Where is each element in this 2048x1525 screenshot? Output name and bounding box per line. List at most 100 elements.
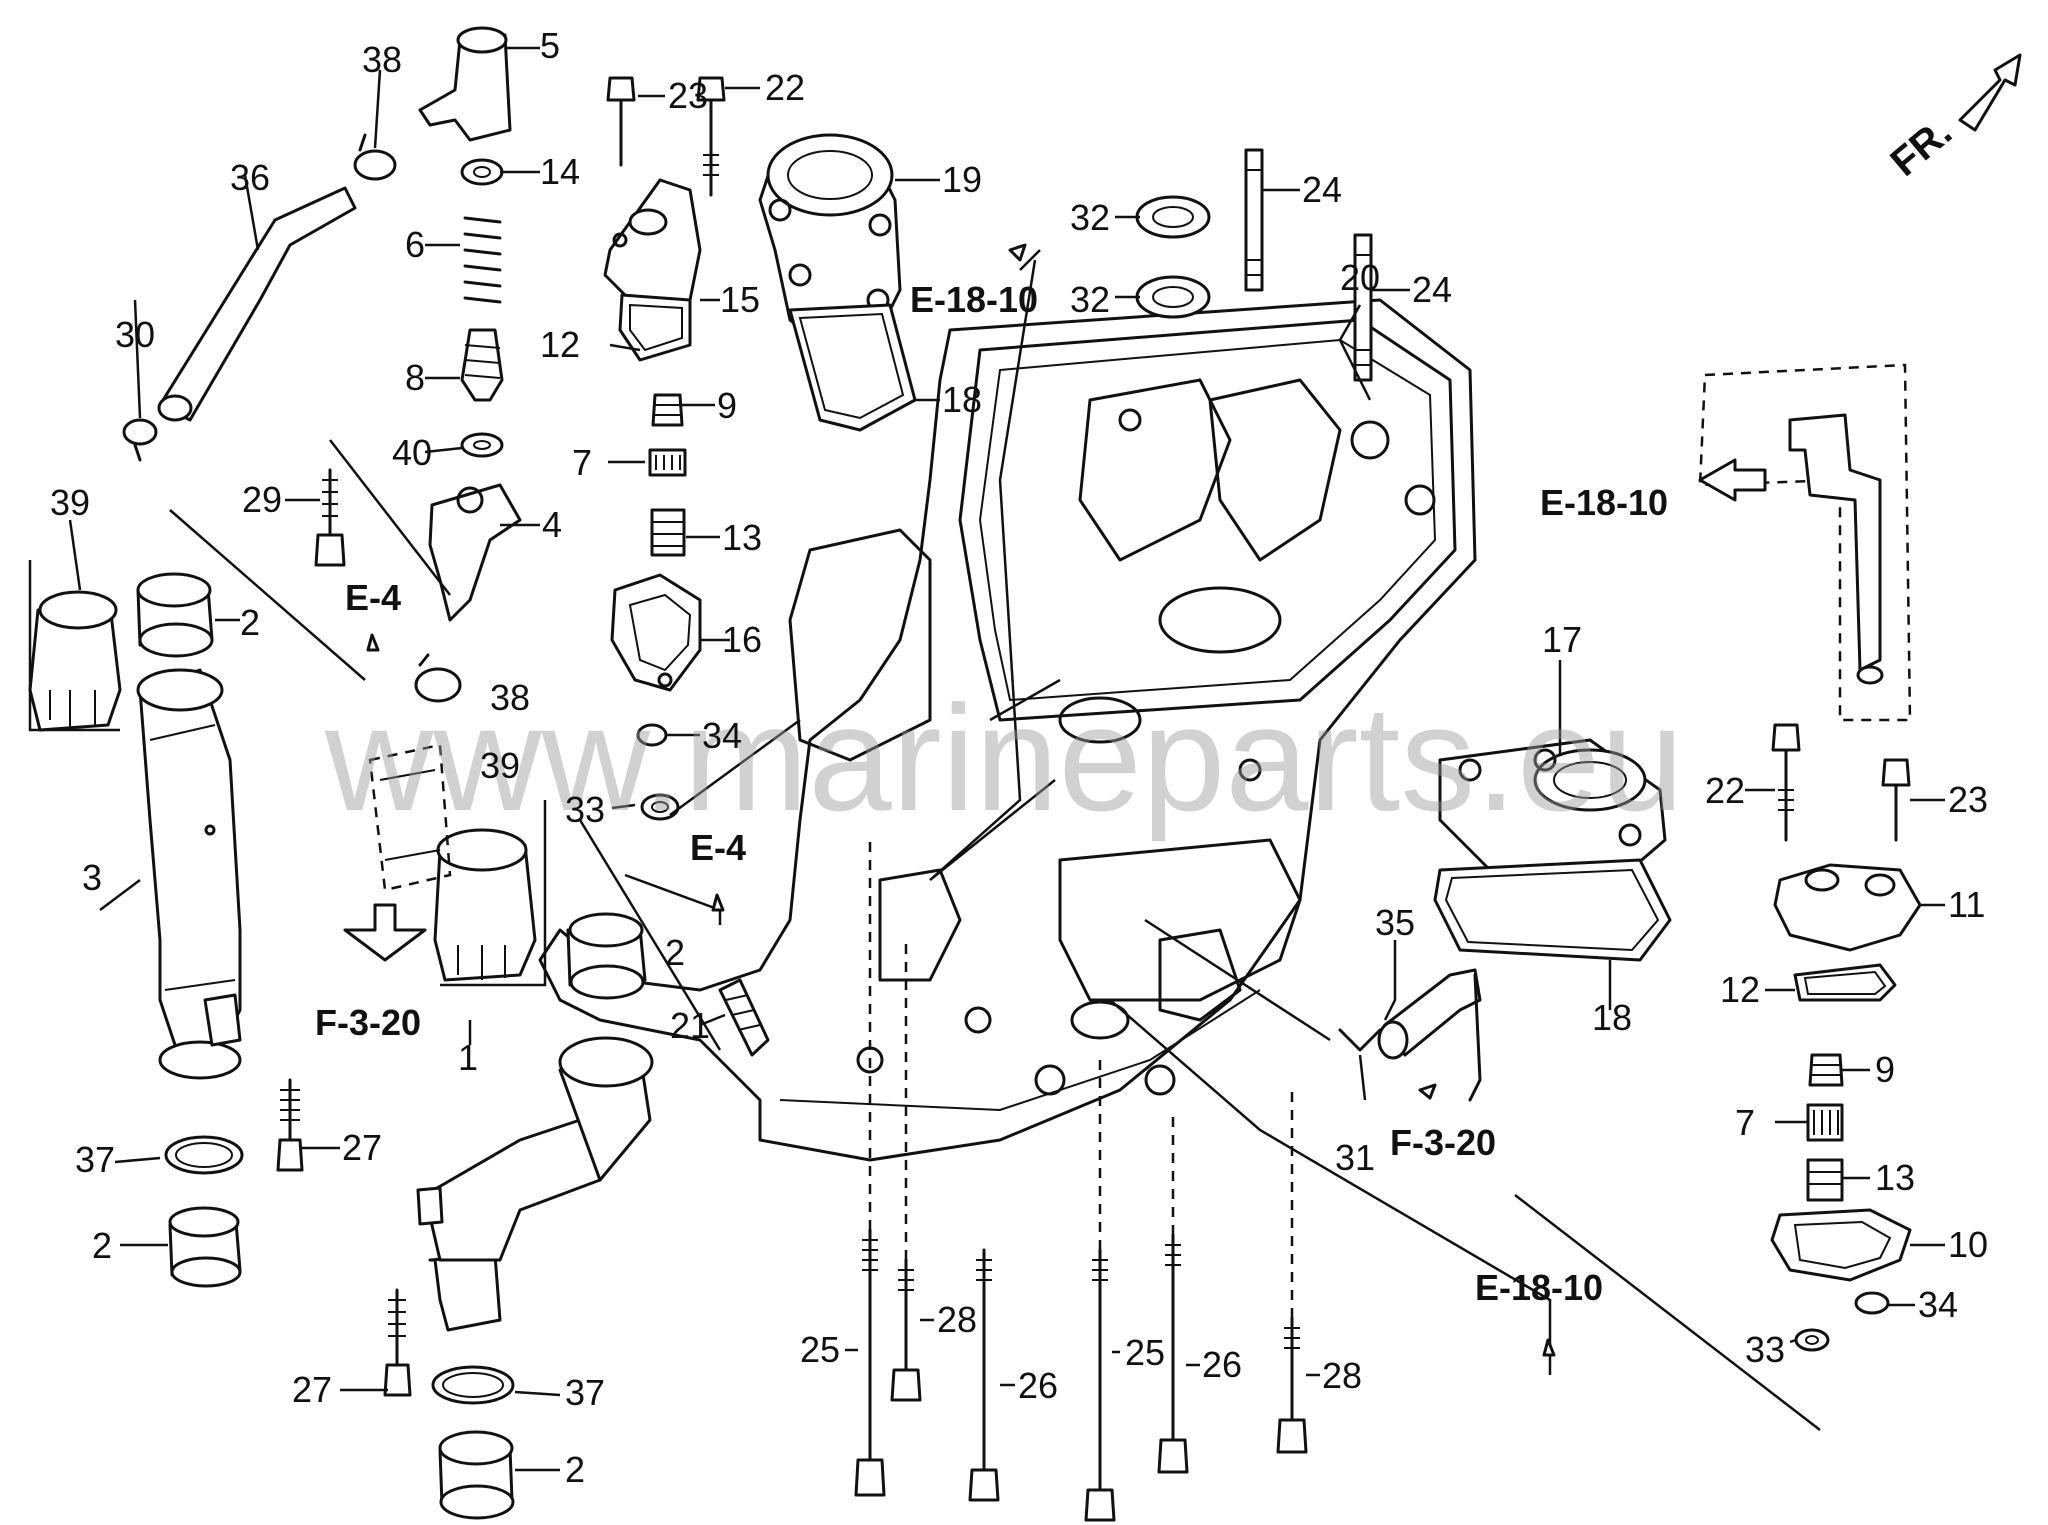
callout-28-left: 28	[937, 1299, 977, 1340]
bolt-29	[314, 468, 346, 567]
callout-13-right: 13	[1875, 1157, 1915, 1198]
oil-seal-32-bottom	[1135, 275, 1211, 319]
gasket-18-top	[788, 303, 917, 432]
spring-6	[463, 216, 502, 304]
callout-12-top: 12	[540, 324, 580, 365]
callout-25-right: 25	[1125, 1332, 1165, 1373]
reference-arrows	[366, 243, 1556, 1357]
callout-8: 8	[405, 357, 425, 398]
gasket-21	[718, 978, 770, 1057]
bolt-26-right	[1157, 1233, 1189, 1474]
bolt-23-right	[1881, 758, 1911, 842]
callout-18-right: 18	[1592, 997, 1632, 1038]
callout-7-top: 7	[572, 442, 592, 483]
callout-30: 30	[115, 314, 155, 355]
washer-33-right	[1794, 1328, 1830, 1352]
tube-36	[157, 186, 357, 422]
ref-e18-right: E-18-10	[1540, 482, 1668, 523]
callout-6: 6	[405, 224, 425, 265]
valve-7-right	[1806, 1103, 1844, 1142]
callout-39-top: 39	[50, 482, 90, 523]
callout-23-top: 23	[668, 75, 708, 116]
ref-f320-left: F-3-20	[315, 1002, 421, 1043]
valve-7-top	[648, 448, 687, 477]
hose-35	[1377, 968, 1482, 1102]
callout-15: 15	[720, 279, 760, 320]
callout-13-top: 13	[722, 517, 762, 558]
screen-9-right	[1808, 1053, 1844, 1087]
cover-16	[610, 573, 702, 692]
callout-5: 5	[540, 25, 560, 66]
callout-34-right: 34	[1918, 1284, 1958, 1325]
callout-7-right: 7	[1735, 1102, 1755, 1143]
stud-24-right	[1353, 233, 1373, 382]
callout-33-right: 33	[1745, 1329, 1785, 1370]
water-jacket-cover-19	[758, 133, 902, 347]
arrow-e1810-right	[1698, 458, 1767, 502]
callout-38-mid: 38	[490, 677, 530, 718]
callout-2-mid: 2	[665, 932, 685, 973]
stud-24-top	[1244, 148, 1264, 292]
callout-24-right: 24	[1412, 269, 1452, 310]
thermostat-cover-4	[428, 483, 522, 622]
callout-19: 19	[942, 159, 982, 200]
watermark-text: www.marineparts.eu	[324, 674, 1684, 842]
valve-8	[460, 328, 504, 402]
callout-21: 21	[670, 1005, 710, 1046]
clip-30	[122, 418, 158, 462]
callout-23-right: 23	[1948, 779, 1988, 820]
grommet-2-top	[136, 572, 214, 658]
callout-31: 31	[1335, 1137, 1375, 1178]
washer-40	[460, 432, 504, 458]
callout-10: 10	[1948, 1224, 1988, 1265]
gasket-12-top	[618, 293, 692, 362]
callout-37-bottom: 37	[565, 1372, 605, 1413]
callout-35: 35	[1375, 902, 1415, 943]
fitting-5	[418, 26, 512, 142]
gasket-12-right	[1793, 963, 1897, 1002]
cover-10	[1770, 1208, 1912, 1282]
callout-20: 20	[1340, 257, 1380, 298]
callout-28-right: 28	[1322, 1355, 1362, 1396]
grommet-2-bottom-left	[168, 1206, 242, 1288]
leader-lines	[68, 46, 1945, 1472]
bolt-25-left	[854, 1228, 886, 1497]
callout-36: 36	[230, 157, 270, 198]
callout-22-right: 22	[1705, 770, 1745, 811]
grommet-39-top	[28, 560, 122, 732]
screen-9-top	[651, 393, 684, 427]
front-direction-label: FR.	[1883, 110, 1961, 185]
ref-e18-bottom: E-18-10	[1475, 1267, 1603, 1308]
oil-case-housing	[538, 298, 1477, 1162]
callout-37-left: 37	[75, 1139, 115, 1180]
bolt-28-right	[1276, 1316, 1308, 1454]
callout-2-bottom: 2	[565, 1449, 585, 1490]
washer-34-right	[1854, 1291, 1890, 1315]
callout-26-right: 26	[1202, 1344, 1242, 1385]
grommet-39-lower	[433, 800, 547, 987]
callout-17: 17	[1542, 619, 1582, 660]
callout-34-top: 34	[702, 715, 742, 756]
callout-1: 1	[458, 1037, 478, 1078]
water-tube-assembly-left	[136, 668, 242, 1080]
callout-2-bottom-left: 2	[92, 1225, 112, 1266]
spring-13-top	[650, 508, 686, 557]
o-ring-37-bottom	[431, 1365, 515, 1405]
o-ring-37-left	[164, 1135, 244, 1175]
callout-16: 16	[722, 619, 762, 660]
washer-14	[460, 158, 504, 186]
grommet-2-bottom	[438, 1430, 515, 1520]
strainer-f320-left	[343, 743, 452, 962]
bolt-28-left	[890, 1258, 922, 1402]
ref-f320-right: F-3-20	[1390, 1122, 1496, 1163]
ref-e18-top: E-18-10	[910, 279, 1038, 320]
callout-39-lower: 39	[480, 745, 520, 786]
callout-18-top: 18	[942, 379, 982, 420]
clip-38-mid	[414, 653, 462, 703]
callout-25-left: 25	[800, 1329, 840, 1370]
callout-labels: 1 2 2 2 2 3 4 5 6 7 7 8 9 9 10 11 12 12 …	[50, 25, 1988, 1490]
callout-12-right: 12	[1720, 969, 1760, 1010]
bolt-22-top	[696, 76, 726, 197]
callout-3: 3	[82, 857, 102, 898]
callout-26-left: 26	[1018, 1365, 1058, 1406]
